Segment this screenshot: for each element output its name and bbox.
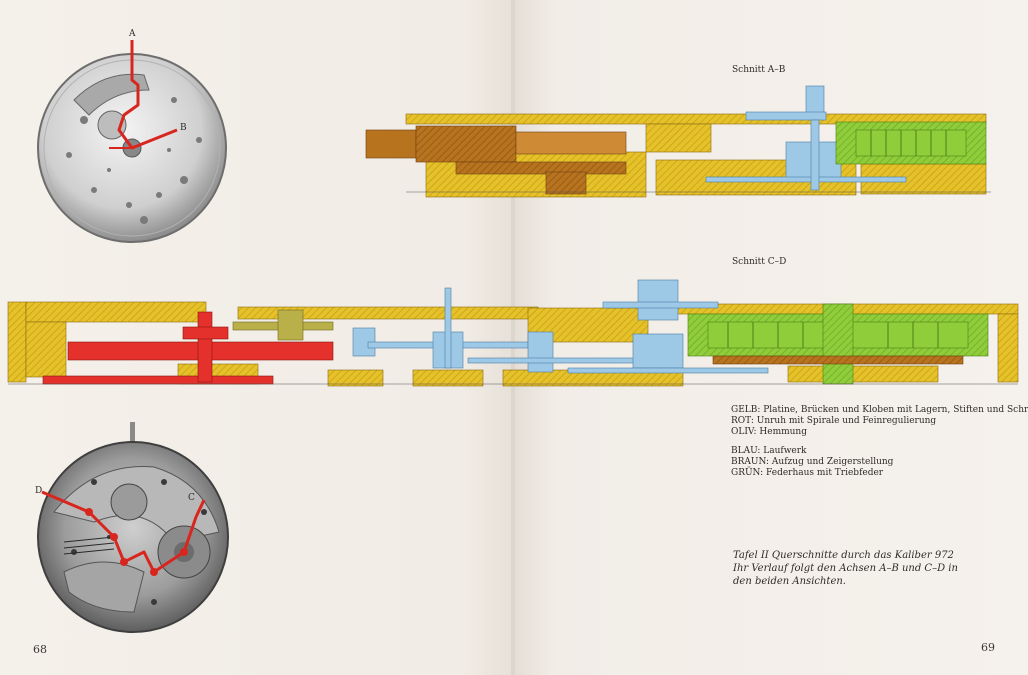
legend-green: GRÜN: Federhaus mit Triebfeder <box>731 468 884 478</box>
cross-section-ab <box>365 85 991 198</box>
color-legend: GELB: Platine, Brücken und Kloben mit La… <box>731 405 1028 479</box>
legend-yellow: GELB: Platine, Brücken und Kloben mit La… <box>731 405 1028 415</box>
plate-caption: Tafel II Querschnitte durch das Kaliber … <box>733 549 963 588</box>
caption-text: Ihr Verlauf folgt den Achsen A–B und C–D… <box>733 563 958 587</box>
caption-title: Tafel II Querschnitte durch das Kaliber … <box>733 550 954 561</box>
movement-bridge-side-photo <box>37 422 229 633</box>
section-cd-title: Schnitt C–D <box>732 257 787 267</box>
book-spine <box>511 0 515 675</box>
section-ab-title: Schnitt A–B <box>732 65 786 75</box>
legend-blue: BLAU: Laufwerk <box>731 446 807 456</box>
legend-olive: OLIV: Hemmung <box>731 427 807 437</box>
page-number-left: 68 <box>33 643 47 656</box>
marker-d: D <box>35 486 43 496</box>
page-number-right: 69 <box>981 641 995 654</box>
cross-section-cd <box>7 279 1019 387</box>
movement-dial-side-photo <box>37 40 227 243</box>
marker-a: A <box>129 29 136 39</box>
legend-red: ROT: Unruh mit Spirale und Feinregulieru… <box>731 416 937 426</box>
marker-b: B <box>180 123 187 133</box>
marker-c: C <box>188 493 195 503</box>
legend-brown: BRAUN: Aufzug und Zeigerstellung <box>731 457 894 467</box>
